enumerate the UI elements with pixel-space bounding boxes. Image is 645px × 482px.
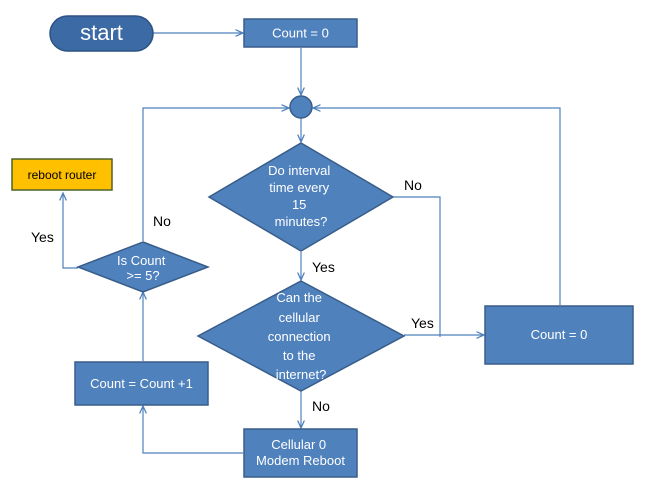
start-node: start: [49, 15, 154, 52]
count-reset-node: Count = 0: [484, 305, 634, 365]
modem-reboot-text: Cellular 0 Modem Reboot: [256, 437, 345, 468]
interval-line-3: 15: [292, 197, 306, 212]
modem-reboot-line-2: Modem Reboot: [256, 453, 345, 468]
modem-reboot-line-1: Cellular 0: [271, 437, 326, 452]
edge-interval-no: [393, 196, 441, 337]
count-reset-label: Count = 0: [531, 327, 588, 342]
interval-line-1: Do interval: [268, 163, 330, 178]
label-interval-yes: Yes: [312, 259, 335, 275]
count-increment-node: Count = Count +1: [74, 361, 209, 406]
reboot-router-node: reboot router: [11, 158, 113, 191]
label-interval-no: No: [404, 177, 422, 193]
cellular-question-text: Can the cellular connection to the inter…: [268, 290, 335, 382]
count-init-node: Count = 0: [243, 18, 358, 48]
count-init-label: Count = 0: [272, 26, 329, 41]
modem-reboot-node: Cellular 0 Modem Reboot: [243, 428, 358, 478]
cellular-line-4: to the: [283, 348, 316, 363]
count-decision: Is Count >= 5?: [75, 241, 211, 293]
cellular-line-1: Can the: [276, 290, 322, 305]
edge-reboot-to-increment: [143, 406, 243, 454]
cellular-line-5: internet?: [276, 367, 327, 382]
interval-question-text: Do interval time every 15 minutes?: [268, 163, 334, 229]
connectors: [63, 33, 561, 454]
edge-count-reset-loop: [313, 108, 561, 305]
edge-count-no-loop: [142, 108, 289, 241]
interval-line-4: minutes?: [275, 214, 328, 229]
reboot-router-label: reboot router: [28, 168, 97, 182]
junction-connector: [289, 95, 313, 119]
cellular-line-3: connection: [268, 329, 331, 344]
count-increment-label: Count = Count +1: [90, 376, 193, 391]
interval-decision: Do interval time every 15 minutes?: [207, 142, 395, 252]
cellular-decision: Can the cellular connection to the inter…: [196, 280, 406, 392]
count-question-text: Is Count >= 5?: [117, 253, 169, 283]
label-count-no: No: [153, 213, 171, 229]
label-cellular-yes: Yes: [411, 315, 434, 331]
start-label: start: [80, 20, 123, 45]
count-question-line-2: >= 5?: [126, 268, 159, 283]
interval-line-2: time every: [269, 180, 329, 195]
cellular-line-2: cellular: [279, 310, 321, 325]
label-cellular-no: No: [312, 398, 330, 414]
count-question-line-1: Is Count: [117, 253, 166, 268]
edge-count-yes: [63, 193, 78, 269]
label-count-yes: Yes: [31, 229, 54, 245]
